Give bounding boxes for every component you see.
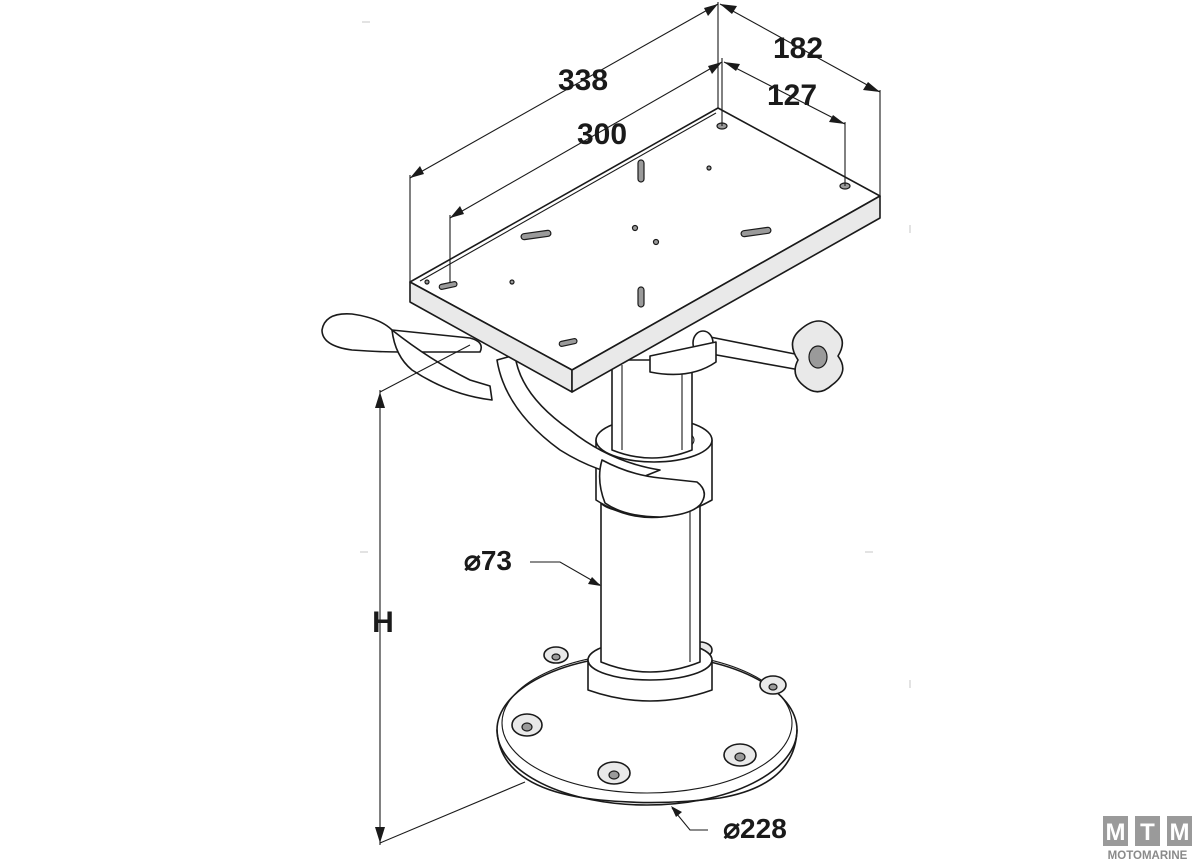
- seat-mount-plate: [409, 107, 881, 393]
- dim-label-height: H: [372, 606, 394, 639]
- motomarine-logo: M T M MOTOMARINE: [1103, 816, 1192, 862]
- logo-tile-1: [1103, 816, 1128, 846]
- dim-label-column-diameter: ⌀73: [464, 545, 512, 576]
- upper-column: [611, 359, 693, 459]
- dim-label-base-diameter: ⌀228: [723, 813, 787, 844]
- logo-letter-3: M: [1170, 819, 1190, 846]
- dim-label-127: 127: [767, 79, 817, 112]
- dimension-lines: [360, 2, 911, 845]
- logo-tile-3: [1167, 816, 1192, 846]
- dim-label-182: 182: [773, 32, 823, 65]
- logo-letter-2: T: [1140, 819, 1155, 846]
- dim-label-300: 300: [577, 118, 627, 151]
- logo-letter-1: M: [1106, 819, 1126, 846]
- logo-tile-2: [1135, 816, 1160, 846]
- logo-wordmark: MOTOMARINE: [1108, 850, 1188, 862]
- adjust-lever: [321, 313, 706, 518]
- lock-knob: [692, 320, 844, 393]
- plate-slots: [424, 122, 851, 347]
- dim-label-338: 338: [558, 64, 608, 97]
